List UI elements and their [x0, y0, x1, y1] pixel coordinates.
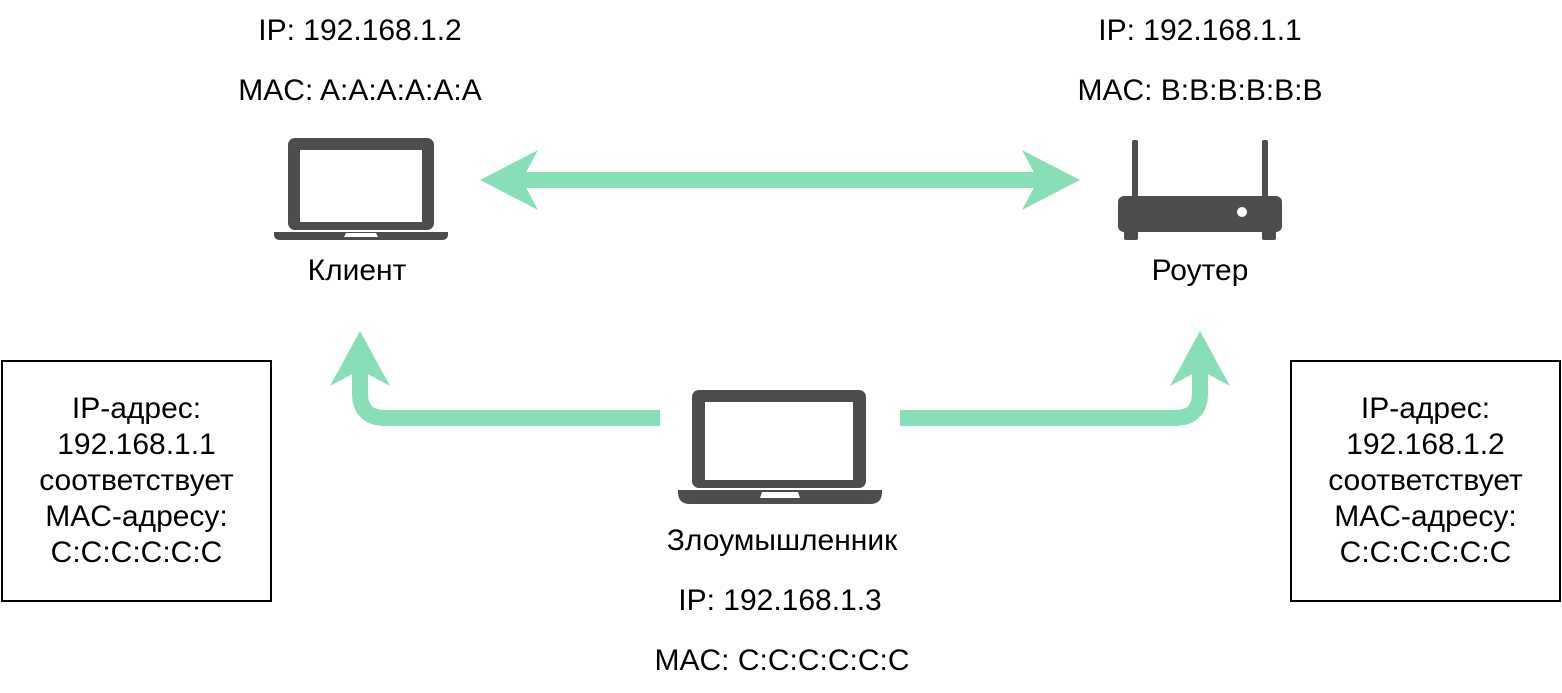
box-line: IP-адрес:: [71, 392, 202, 425]
box-line: IP-адрес:: [1360, 392, 1491, 425]
client-label: Клиент: [307, 254, 407, 287]
box-line: соответствует: [39, 464, 234, 497]
client-ip: IP: 192.168.1.2: [258, 14, 462, 47]
router-arp-table-box: IP-адрес: 192.168.1.2 соответствует MAC-…: [1290, 360, 1561, 602]
attacker-label: Злоумышленник: [666, 524, 898, 557]
client-router-arrow: [480, 150, 1080, 210]
attacker-mac: MAC: C:C:C:C:C:C: [654, 644, 910, 677]
box-line: MAC-адресу:: [45, 500, 228, 533]
box-line: C:C:C:C:C:C: [50, 536, 223, 569]
router-label: Роутер: [1151, 254, 1249, 287]
box-line: соответствует: [1328, 464, 1523, 497]
client-arp-table-box: IP-адрес: 192.168.1.1 соответствует MAC-…: [1, 360, 272, 602]
router-ip: IP: 192.168.1.1: [1098, 14, 1302, 47]
client-laptop-icon: [274, 138, 448, 240]
box-line: 192.168.1.1: [57, 428, 216, 461]
router-mac: MAC: B:B:B:B:B:B: [1077, 74, 1323, 107]
box-line: 192.168.1.2: [1346, 428, 1505, 461]
attacker-laptop-icon: [678, 390, 882, 504]
box-line: C:C:C:C:C:C: [1339, 536, 1512, 569]
attacker-to-client-arrow: [330, 331, 660, 426]
attacker-ip: IP: 192.168.1.3: [678, 584, 882, 617]
box-line: MAC-адресу:: [1334, 500, 1517, 533]
attacker-to-router-arrow: [900, 331, 1230, 426]
client-mac: MAC: A:A:A:A:A:A: [238, 74, 482, 107]
router-icon: [1118, 140, 1282, 240]
